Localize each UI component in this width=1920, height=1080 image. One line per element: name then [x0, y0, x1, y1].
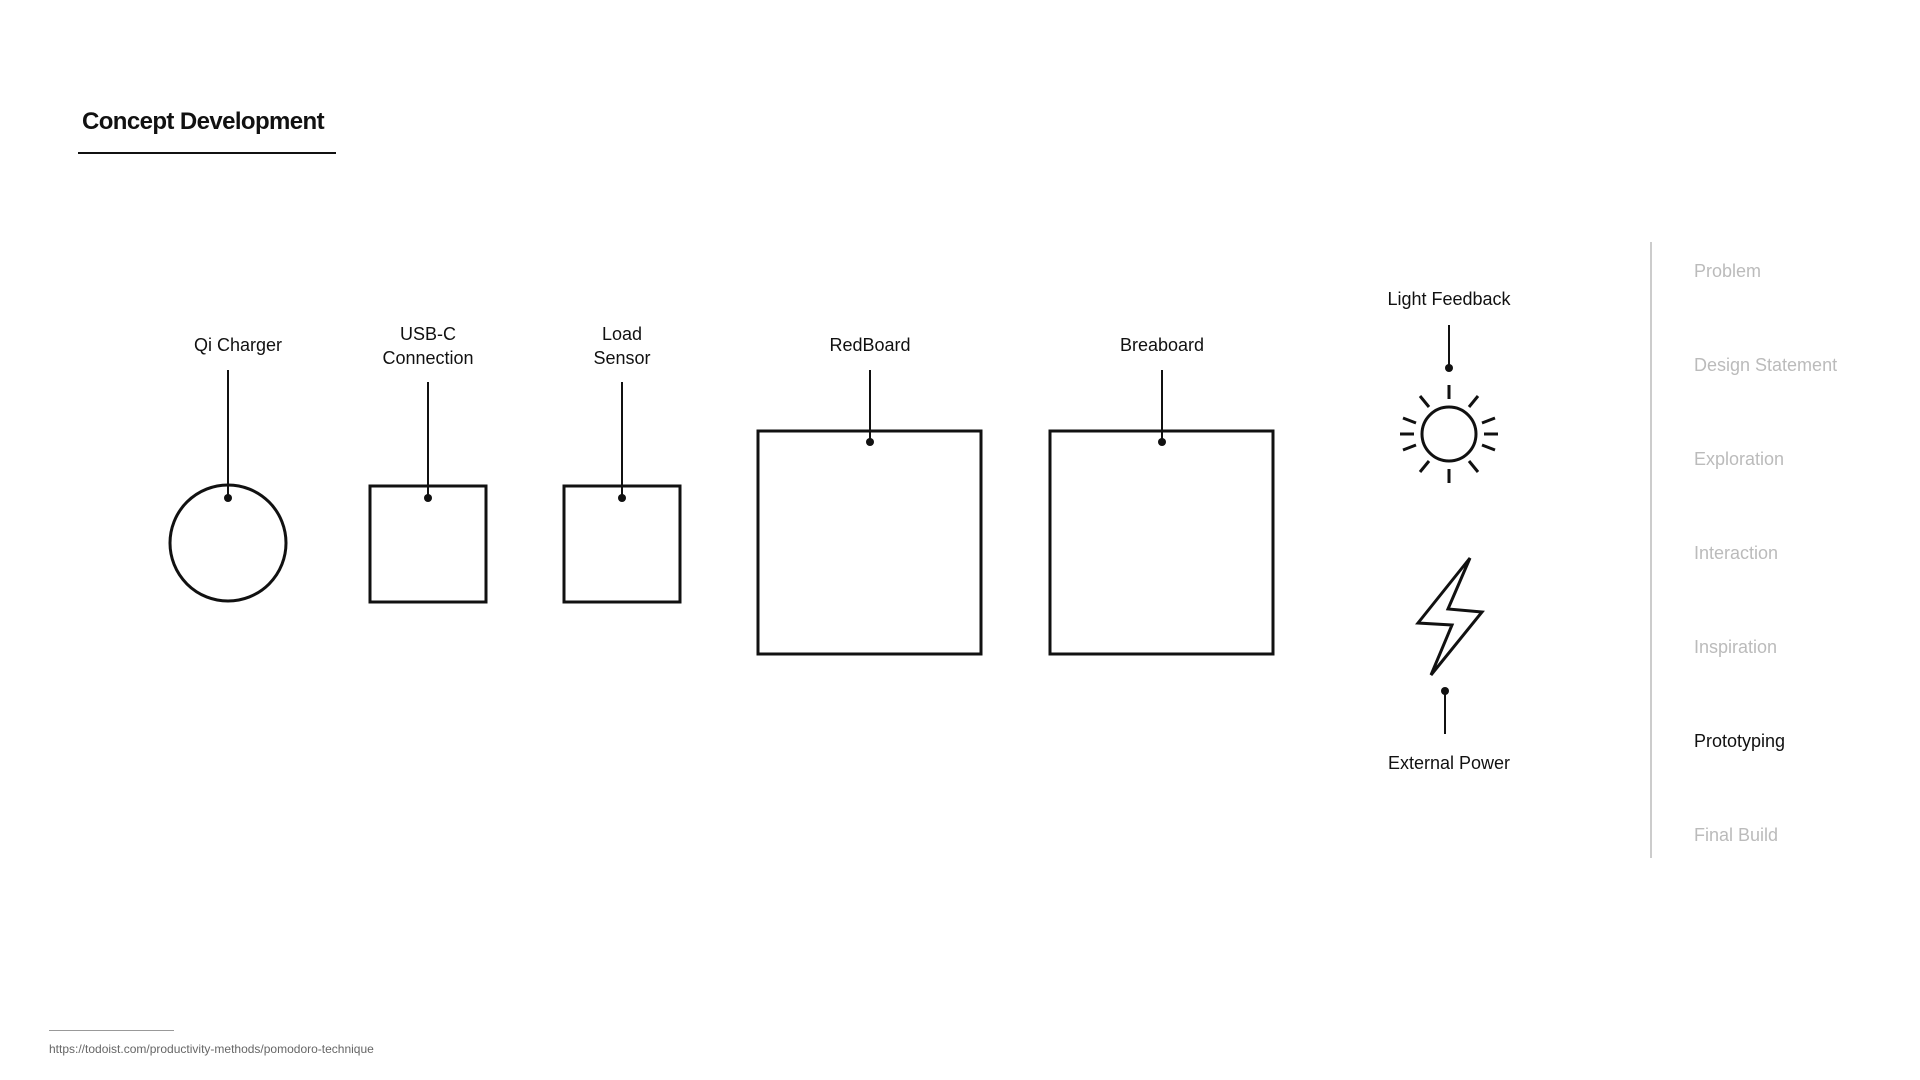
title-underline	[78, 152, 336, 154]
usbc-label-line1: USB-C	[399, 324, 457, 344]
nav-item-interaction[interactable]: Interaction	[1694, 543, 1779, 563]
external-power-label: External Power	[1388, 751, 1510, 775]
qi-charger-dot	[224, 494, 232, 502]
footnote-rule	[49, 1030, 174, 1031]
nav-item-prototyping[interactable]: Prototyping	[1694, 731, 1786, 751]
redboard-label: RedBoard	[829, 333, 910, 357]
qi-charger-label-text: Qi Charger	[193, 335, 283, 355]
sun-icon	[1400, 385, 1498, 483]
usbc-label: USB-C Connection	[382, 322, 473, 370]
breaboard-dot	[1158, 438, 1166, 446]
load-sensor-label: Load Sensor	[593, 322, 650, 370]
redboard-label-text: RedBoard	[829, 335, 911, 355]
breaboard-label: Breaboard	[1120, 333, 1204, 357]
breaboard-shape	[1048, 429, 1275, 656]
external-power-dot	[1441, 687, 1449, 695]
light-feedback-dot	[1445, 364, 1453, 372]
light-feedback-label: Light Feedback	[1387, 287, 1510, 311]
load-sensor-dot	[618, 494, 626, 502]
external-power-label-text: External Power	[1387, 753, 1511, 773]
nav-divider	[1650, 242, 1652, 858]
lightning-bolt-icon	[1415, 557, 1485, 676]
usbc-dot	[424, 494, 432, 502]
nav-item-problem[interactable]: Problem	[1694, 261, 1762, 281]
redboard-shape	[756, 429, 983, 656]
nav-item-final-build[interactable]: Final Build	[1694, 825, 1779, 845]
page-title: Concept Development	[82, 108, 325, 135]
usbc-shape	[368, 484, 488, 604]
load-sensor-label-line1: Load	[601, 324, 643, 344]
qi-charger-shape	[168, 483, 288, 603]
light-feedback-label-text: Light Feedback	[1387, 289, 1511, 309]
nav-item-exploration[interactable]: Exploration	[1694, 449, 1785, 469]
breaboard-label-text: Breaboard	[1119, 335, 1205, 355]
qi-charger-label: Qi Charger	[194, 333, 282, 357]
nav-item-inspiration[interactable]: Inspiration	[1694, 637, 1778, 657]
redboard-dot	[866, 438, 874, 446]
nav-item-design-statement[interactable]: Design Statement	[1694, 355, 1838, 375]
footnote-link[interactable]: https://todoist.com/productivity-methods…	[49, 1042, 374, 1056]
usbc-label-line2: Connection	[382, 348, 474, 368]
load-sensor-shape	[562, 484, 682, 604]
load-sensor-label-line2: Sensor	[593, 348, 651, 368]
